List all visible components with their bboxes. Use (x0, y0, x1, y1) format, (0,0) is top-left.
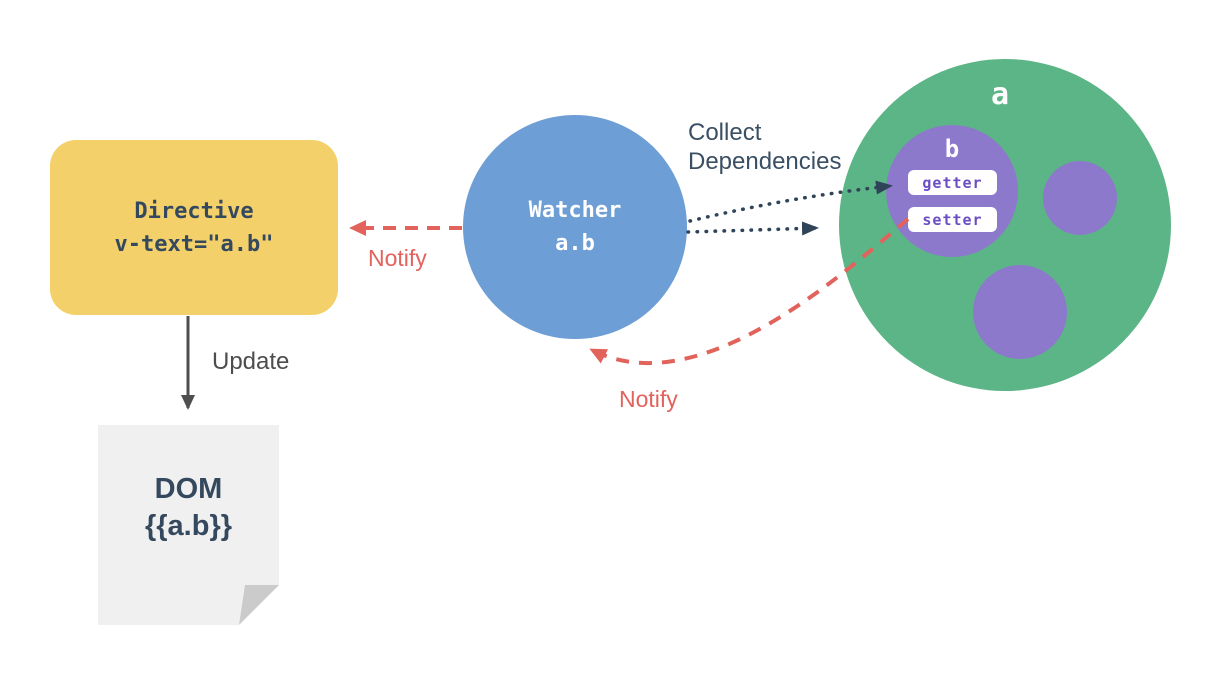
dom-template: {{a.b}} (144, 510, 233, 542)
object-b-label: b (944, 135, 960, 163)
watcher-expression: a.b (555, 231, 595, 256)
setter-label: setter (922, 210, 983, 229)
directive-title: Directive (134, 198, 254, 224)
directive-node: Directive v-text="a.b" (50, 140, 338, 315)
collect-dependencies-line2: Dependencies (688, 148, 842, 175)
dom-text: DOM {{a.b}} (98, 471, 279, 545)
notify-label-to-directive: Notify (368, 245, 427, 271)
notify-label-to-watcher: Notify (619, 386, 678, 412)
collect-dependencies-arrow-to-object (686, 221, 819, 236)
data-property-circle-small (1043, 161, 1117, 235)
data-object-b: b getter setter (886, 125, 1018, 257)
dom-paper-fold (239, 585, 279, 625)
dom-title: DOM (154, 473, 223, 505)
collect-dependencies-line1: Collect (688, 119, 762, 146)
watcher-node: Watcher a.b (463, 115, 687, 339)
collect-dependencies-label: Collect Dependencies (688, 118, 841, 176)
dom-paper-fold-shape (239, 585, 279, 625)
getter-label: getter (922, 173, 983, 192)
object-a-label: a (990, 77, 1010, 112)
update-label: Update (212, 348, 290, 375)
dom-node: DOM {{a.b}} (98, 425, 279, 625)
data-property-circle-medium (973, 265, 1067, 359)
data-object-a: a b getter setter (839, 59, 1171, 391)
watcher-title: Watcher (528, 198, 622, 223)
getter-pill: getter (908, 170, 997, 195)
setter-pill: setter (908, 207, 997, 232)
directive-expression: v-text="a.b" (114, 231, 274, 257)
